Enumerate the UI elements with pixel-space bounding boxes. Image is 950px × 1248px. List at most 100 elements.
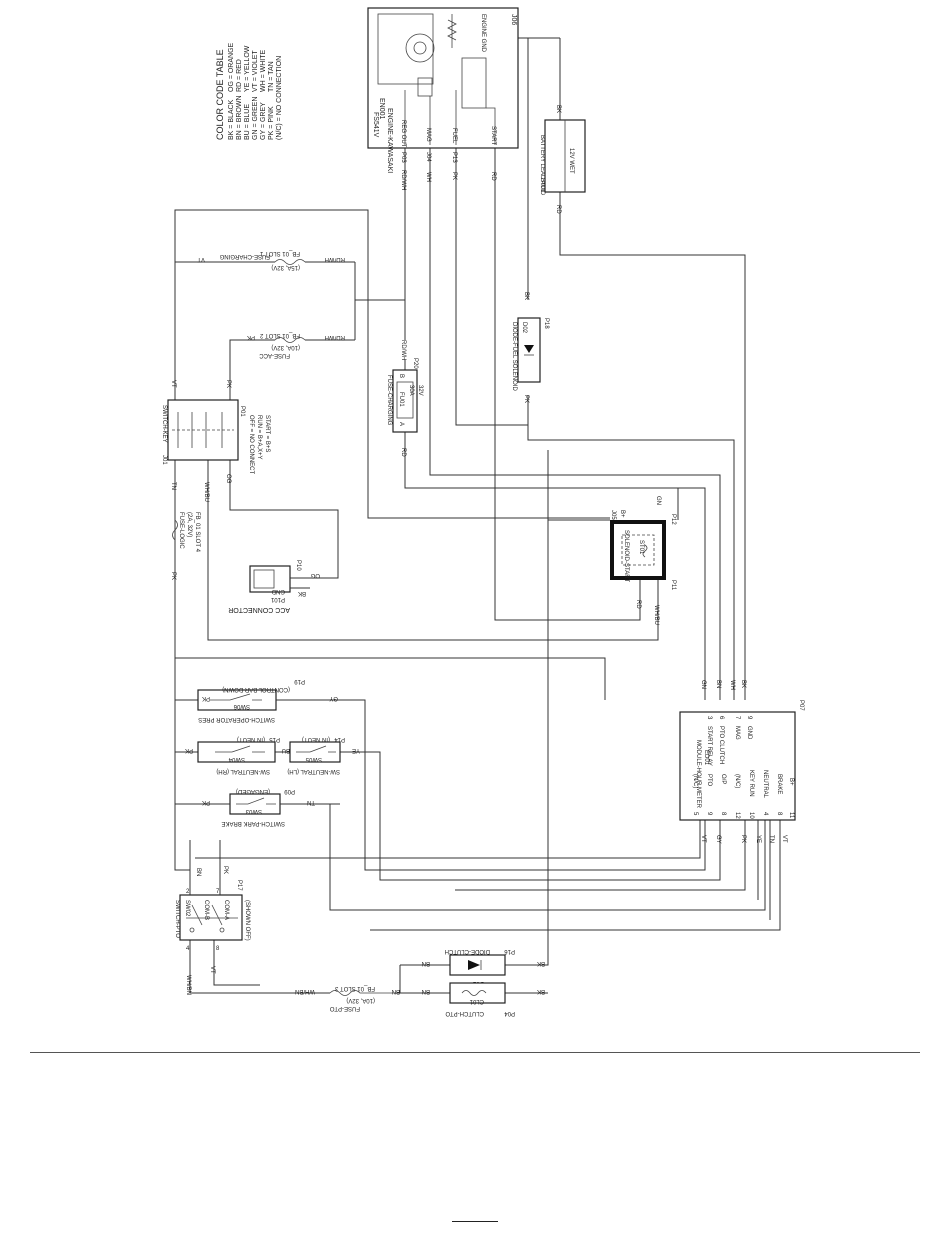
svg-text:FB_01 SLOT 4: FB_01 SLOT 4 [194,512,200,553]
svg-text:PK: PK [202,799,210,805]
switch-key-name: SWITCH-KEY [161,405,167,443]
svg-text:P07: P07 [798,700,804,711]
svg-text:SW-NEUTRAL (LH): SW-NEUTRAL (LH) [287,768,340,774]
svg-text:P15: P15 [269,736,280,742]
svg-text:START RELAY: START RELAY [706,726,712,766]
svg-text:MAG: MAG [734,726,740,740]
svg-text:7: 7 [734,716,740,720]
battery: BATTERY LEAD ACID 12V WET BT01 [539,119,586,196]
svg-text:J06: J06 [510,14,517,25]
svg-text:EN001: EN001 [378,98,385,120]
svg-text:REG OUT: REG OUT [400,120,406,148]
svg-text:GN: GN [700,680,706,689]
svg-text:START: START [490,126,496,145]
svg-text:YE: YE [352,747,360,753]
svg-text:(2A, 32V): (2A, 32V) [186,512,192,537]
svg-text:COM-A: COM-A [223,900,229,920]
svg-text:PK: PK [202,695,210,701]
svg-text:(IN NEUT): (IN NEUT) [302,736,330,742]
svg-text:CL01: CL01 [469,998,484,1004]
svg-text:VT = VIOLET: VT = VIOLET [252,50,259,92]
svg-text:OG = ORANGE: OG = ORANGE [228,42,235,92]
svg-text:FUEL: FUEL [451,128,457,144]
svg-text:BK: BK [555,105,561,113]
svg-text:FB_01 SLOT 3: FB_01 SLOT 3 [334,985,375,991]
svg-text:GY: GY [329,695,338,701]
svg-text:BN: BN [715,680,721,688]
svg-text:P17: P17 [236,880,242,891]
svg-text:32V: 32V [417,385,423,396]
svg-text:FUSE-ACC: FUSE-ACC [259,352,290,358]
svg-text:FB_01 SLOT 1: FB_01 SLOT 1 [259,250,300,256]
svg-text:P20: P20 [412,358,418,369]
fuse-pto: FB_01 SLOT 3 (10A, 32V) FUSE-PTO [329,985,395,1011]
svg-text:PK = PINK: PK = PINK [268,106,275,140]
svg-text:GY = GREY: GY = GREY [260,102,267,140]
svg-text:P14: P14 [334,736,345,742]
svg-text:BN: BN [195,868,201,876]
svg-text:BK: BK [537,960,545,966]
svg-text:ED01: ED01 [703,750,709,766]
svg-text:TN = TAN: TN = TAN [268,61,275,92]
svg-text:4: 4 [186,946,190,952]
svg-text:VT: VT [170,380,176,388]
svg-text:RD/WH: RD/WH [325,256,345,262]
engine-name: ENGINE-KAWASAKI [386,108,393,173]
svg-text:PK: PK [225,380,231,388]
acc-connector-name: ACC CONNECTOR [228,606,290,613]
svg-text:FUSE-PTO: FUSE-PTO [329,1005,360,1011]
svg-text:OFF = NO CONNECT: OFF = NO CONNECT [248,415,254,475]
acc-connector: ACC CONNECTOR P101 P10 GND [228,560,338,613]
svg-text:P04: P04 [504,1010,515,1016]
svg-text:P16: P16 [504,948,515,954]
svg-text:2: 2 [186,889,190,895]
svg-text:(10A, 32V): (10A, 32V) [346,997,375,1003]
svg-text:RD: RD [635,600,641,609]
svg-text:SW06: SW06 [233,703,250,709]
engine-block: ENGINE-KAWASAKI EN001 FS541V REG OUT MAG… [367,7,519,173]
svg-text:GN = GREEN: GN = GREEN [252,97,259,140]
svg-text:SW03: SW03 [245,808,262,814]
svg-text:8: 8 [776,812,782,816]
svg-text:RD/WH: RD/WH [400,170,406,190]
svg-text:BRAKE: BRAKE [776,774,782,794]
fuse-logic: FUSE-LOGIC (2A, 32V) FB_01 SLOT 4 [172,512,200,553]
svg-text:PK: PK [222,866,228,874]
svg-text:FUSE-CHARGING: FUSE-CHARGING [386,375,392,426]
switch-key: SWITCH-KEY P01 J01 OFF = NO CONNECT RUN … [161,399,270,475]
svg-text:TN: TN [307,799,315,805]
svg-text:P13: P13 [451,152,457,163]
svg-text:GND: GND [746,726,752,740]
solenoid-name: SOLENOID-START [623,530,629,582]
svg-text:BK = BLACK: BK = BLACK [228,99,235,140]
svg-text:(ENGAGED): (ENGAGED) [236,788,270,794]
svg-text:SW04: SW04 [228,756,245,762]
svg-text:BN: BN [422,988,430,994]
svg-text:A: A [398,422,404,426]
svg-text:SWITCH-PARK BRAKE: SWITCH-PARK BRAKE [221,820,285,826]
svg-text:RD: RD [490,172,496,181]
battery-name: BATTERY LEAD ACID [539,135,545,196]
svg-text:PTO: PTO [706,774,712,787]
svg-text:B+: B+ [619,510,625,518]
svg-text:RD = RED: RD = RED [236,59,243,92]
module-name: MODULE-HOUR METER [695,740,701,809]
svg-text:FB_01 SLOT 2: FB_01 SLOT 2 [259,332,300,338]
engine-model: FS541V [372,112,379,138]
svg-text:SWITCH-OPERATOR PRES: SWITCH-OPERATOR PRES [198,716,275,722]
color-code-title: COLOR CODE TABLE [215,49,225,140]
svg-text:WH = WHITE: WH = WHITE [260,49,267,92]
diode-clutch: DIODE-CLUTCH D01 P16 [445,948,515,986]
svg-text:6: 6 [718,716,724,720]
svg-text:11: 11 [788,812,794,819]
svg-text:SWITCH-PTO: SWITCH-PTO [174,900,180,938]
svg-text:(IN NEUT): (IN NEUT) [237,736,265,742]
svg-text:(N/C): (N/C) [734,774,740,788]
svg-text:P09: P09 [284,788,295,794]
svg-text:PK: PK [185,747,193,753]
svg-text:P03: P03 [400,152,406,163]
svg-text:GN: GN [655,496,661,505]
svg-text:P101: P101 [270,596,285,602]
svg-text:P10: P10 [295,560,301,571]
